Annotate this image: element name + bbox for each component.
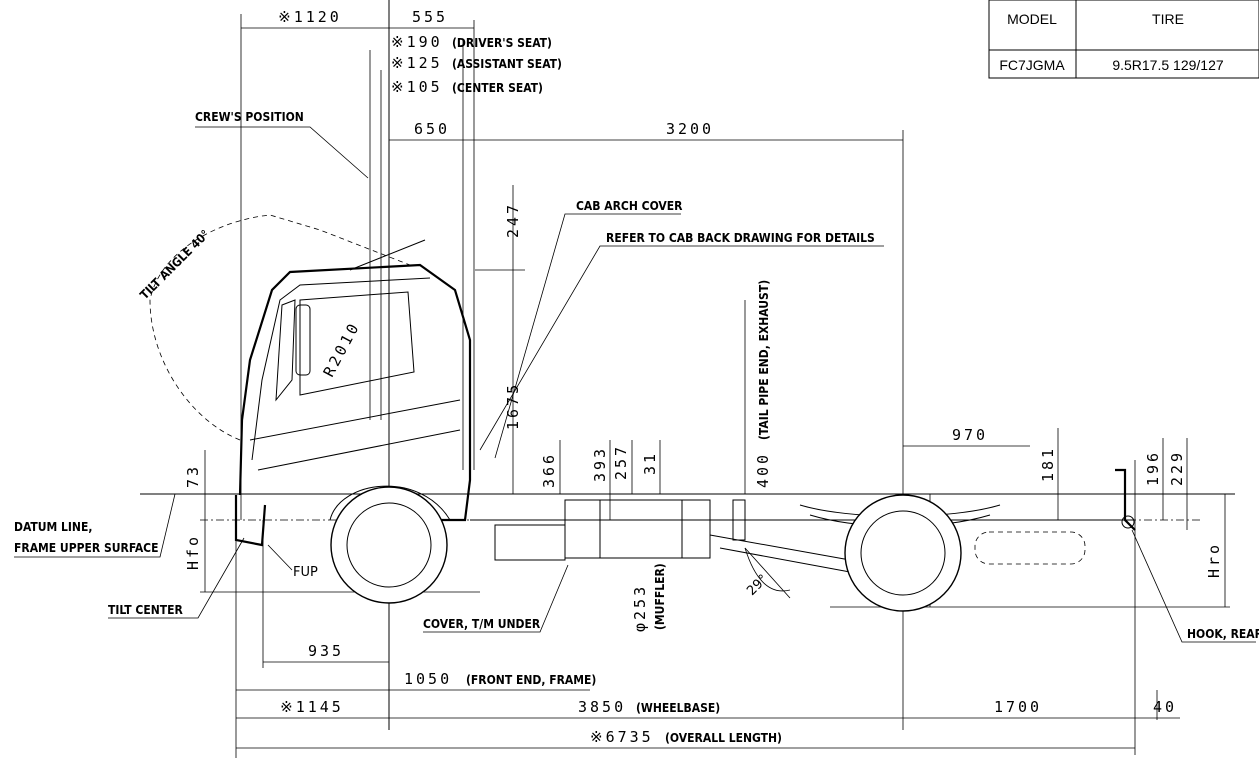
dim-31: 31 [641,451,659,475]
fuel-tank [564,499,711,559]
dim-1050-note: (FRONT END, FRAME) [466,673,596,687]
dim-3200: 3200 [666,120,714,138]
top-dimensions: ※1120 555 ※190 (DRIVER'S SEAT) ※125 (ASS… [241,8,903,141]
rear-wheel [844,494,962,612]
cab-mirror [295,304,311,376]
label-tilt-angle: TILT ANGLE 40° [137,227,212,302]
dim-650: 650 [414,120,450,138]
dim-1120: ※1120 [278,8,342,26]
dim-73: 73 [184,464,202,488]
dim-1145: ※1145 [280,698,344,716]
dim-105-note: (CENTER SEAT) [452,81,543,95]
dim-229: 229 [1168,450,1186,486]
cab-window [299,291,415,396]
dim-125-note: (ASSISTANT SEAT) [452,57,562,71]
front-wheel [330,486,448,604]
dim-366: 366 [540,452,558,488]
dim-555: 555 [412,8,448,26]
dim-257: 257 [612,444,630,480]
rear-hook [1121,515,1135,529]
dim-247: 247 [504,202,522,238]
label-frame-upper-surface: FRAME UPPER SURFACE [14,541,158,555]
dim-105: ※105 [391,78,443,96]
dim-6735: ※6735 [590,728,654,746]
label-cover-tm-under: COVER, T/M UNDER [423,617,541,631]
label-hook-rear: HOOK, REAR [1187,627,1259,641]
table-cell-tire: 9.5R17.5 129/127 [1112,57,1224,73]
dim-3850: 3850 [578,698,626,716]
label-refer-cab-back: REFER TO CAB BACK DRAWING FOR DETAILS [606,231,875,245]
dim-40: 40 [1153,698,1177,716]
dim-253-note: (MUFFLER) [653,563,667,630]
dim-1675: 1675 [504,382,522,430]
bottom-dimensions: 970 935 1050 (FRONT END, FRAME) ※1145 38… [236,426,1180,749]
dim-181: 181 [1039,446,1057,482]
dim-hfo: Hfo [184,534,202,570]
battery-box [494,524,566,561]
reference-lines [140,0,1235,758]
label-datum-line: DATUM LINE, [14,520,92,534]
dim-400: 400 [754,452,772,488]
dim-196: 196 [1144,450,1162,486]
label-fup: FUP [293,565,318,580]
dim-3850-note: (WHEELBASE) [636,701,720,715]
label-angle-29: 29° [744,572,771,599]
table-header-tire: TIRE [1152,11,1184,27]
dim-1050: 1050 [404,670,452,688]
dim-253: φ253 [631,584,649,632]
dim-400-note: (TAIL PIPE END, EXHAUST) [757,280,771,440]
label-cab-arch-cover: CAB ARCH COVER [576,199,683,213]
truck-illustration: 29° [149,214,1136,612]
label-crews-position: CREW'S POSITION [195,110,304,124]
dim-393: 393 [591,446,609,482]
dim-935: 935 [308,642,344,660]
label-tilt-center: TILT CENTER [108,603,183,617]
tilted-cab-outline [149,214,411,441]
spec-table: MODEL TIRE FC7JGMA 9.5R17.5 129/127 [988,0,1259,79]
cab-body [238,263,472,522]
dim-190-note: (DRIVER'S SEAT) [452,36,552,50]
table-cell-model: FC7JGMA [999,57,1065,73]
dim-970: 970 [952,426,988,444]
label-r2010: R2010 [320,318,364,380]
dim-6735-note: (OVERALL LENGTH) [665,731,782,745]
dim-1700: 1700 [994,698,1042,716]
spare-tire [974,531,1086,565]
dim-125: ※125 [391,54,443,72]
table-header-model: MODEL [1007,11,1057,27]
dim-190: ※190 [391,33,443,51]
dim-hro: Hro [1205,542,1223,578]
